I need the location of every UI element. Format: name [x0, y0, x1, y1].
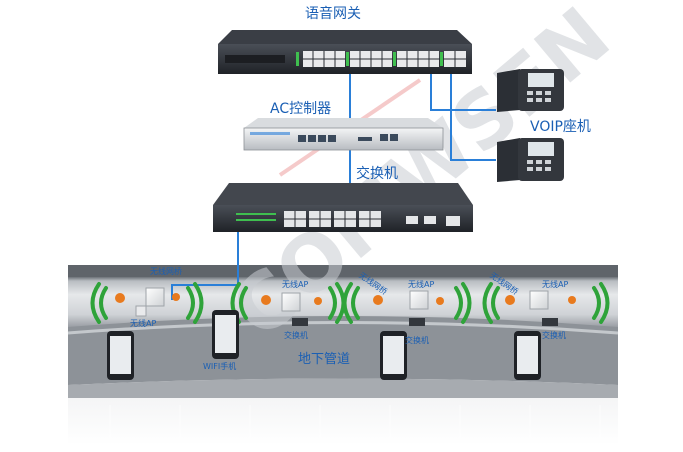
- ac-ports: [298, 134, 398, 142]
- ap-label-4: 无线AP: [542, 280, 569, 289]
- wifi-phone-label: WIFI手机: [203, 362, 237, 371]
- core-switch-device: [213, 183, 473, 232]
- link-gateway-phone1: [430, 74, 496, 111]
- gateway-leds: [296, 52, 443, 66]
- voip-phone-1: [497, 69, 564, 112]
- voip-phone-2: [497, 138, 564, 182]
- pipe-highlight: [67, 321, 619, 335]
- voice-gateway-device: [218, 30, 472, 74]
- floor-lines: [109, 405, 601, 445]
- smartphone-icon: [212, 310, 239, 359]
- wifi-wave-icon: [342, 282, 360, 324]
- wifi-wave-icon: [482, 282, 500, 324]
- wifi-wave-icon: [90, 282, 108, 324]
- ap-unit: [261, 292, 322, 326]
- ap-label-3: 无线AP: [408, 280, 435, 289]
- desk-phone-icon: [497, 69, 520, 112]
- voice-gateway-label: 语音网关: [305, 6, 361, 22]
- access-points: [115, 287, 576, 326]
- wifi-waves: [90, 282, 610, 324]
- tunnel-label: 地下管道: [298, 352, 351, 367]
- switch-leds: [236, 213, 276, 221]
- ac-controller-label: AC控制器: [270, 101, 332, 117]
- switch-label-4: 交换机: [542, 331, 566, 340]
- smartphone-icon: [107, 331, 134, 380]
- switch-label-3: 交换机: [405, 336, 429, 345]
- smartphone-icon: [380, 331, 407, 380]
- link-gateway-phone2: [450, 74, 496, 161]
- ap-unit: [505, 290, 576, 326]
- tunnel-pipe: [68, 316, 618, 385]
- ac-controller-device: [243, 118, 444, 151]
- bridge-label-1: 无线网桥: [150, 267, 182, 276]
- ap-label-2: 无线AP: [282, 280, 309, 289]
- network-links: [171, 73, 496, 300]
- link-switch-tunnel: [171, 230, 239, 300]
- tunnel-top-rail: [68, 265, 618, 277]
- tunnel-ledge: [68, 378, 618, 398]
- ap-unit: [115, 287, 180, 317]
- wifi-wave-icon: [592, 282, 610, 324]
- ap-label-1: 无线AP: [130, 319, 157, 328]
- switch-label-2: 交换机: [284, 331, 308, 340]
- desk-phone-icon: [497, 138, 520, 182]
- switch-port-grid: [284, 211, 381, 227]
- wifi-wave-icon: [186, 282, 204, 324]
- ap-unit: [373, 290, 444, 326]
- voip-phone-label: VOIP座机: [530, 119, 591, 135]
- smartphone-icon: [514, 331, 541, 380]
- wifi-wave-icon: [454, 282, 472, 324]
- smartphones: [107, 310, 541, 380]
- core-switch-label: 交换机: [356, 166, 398, 182]
- gateway-port-grid: [303, 51, 466, 67]
